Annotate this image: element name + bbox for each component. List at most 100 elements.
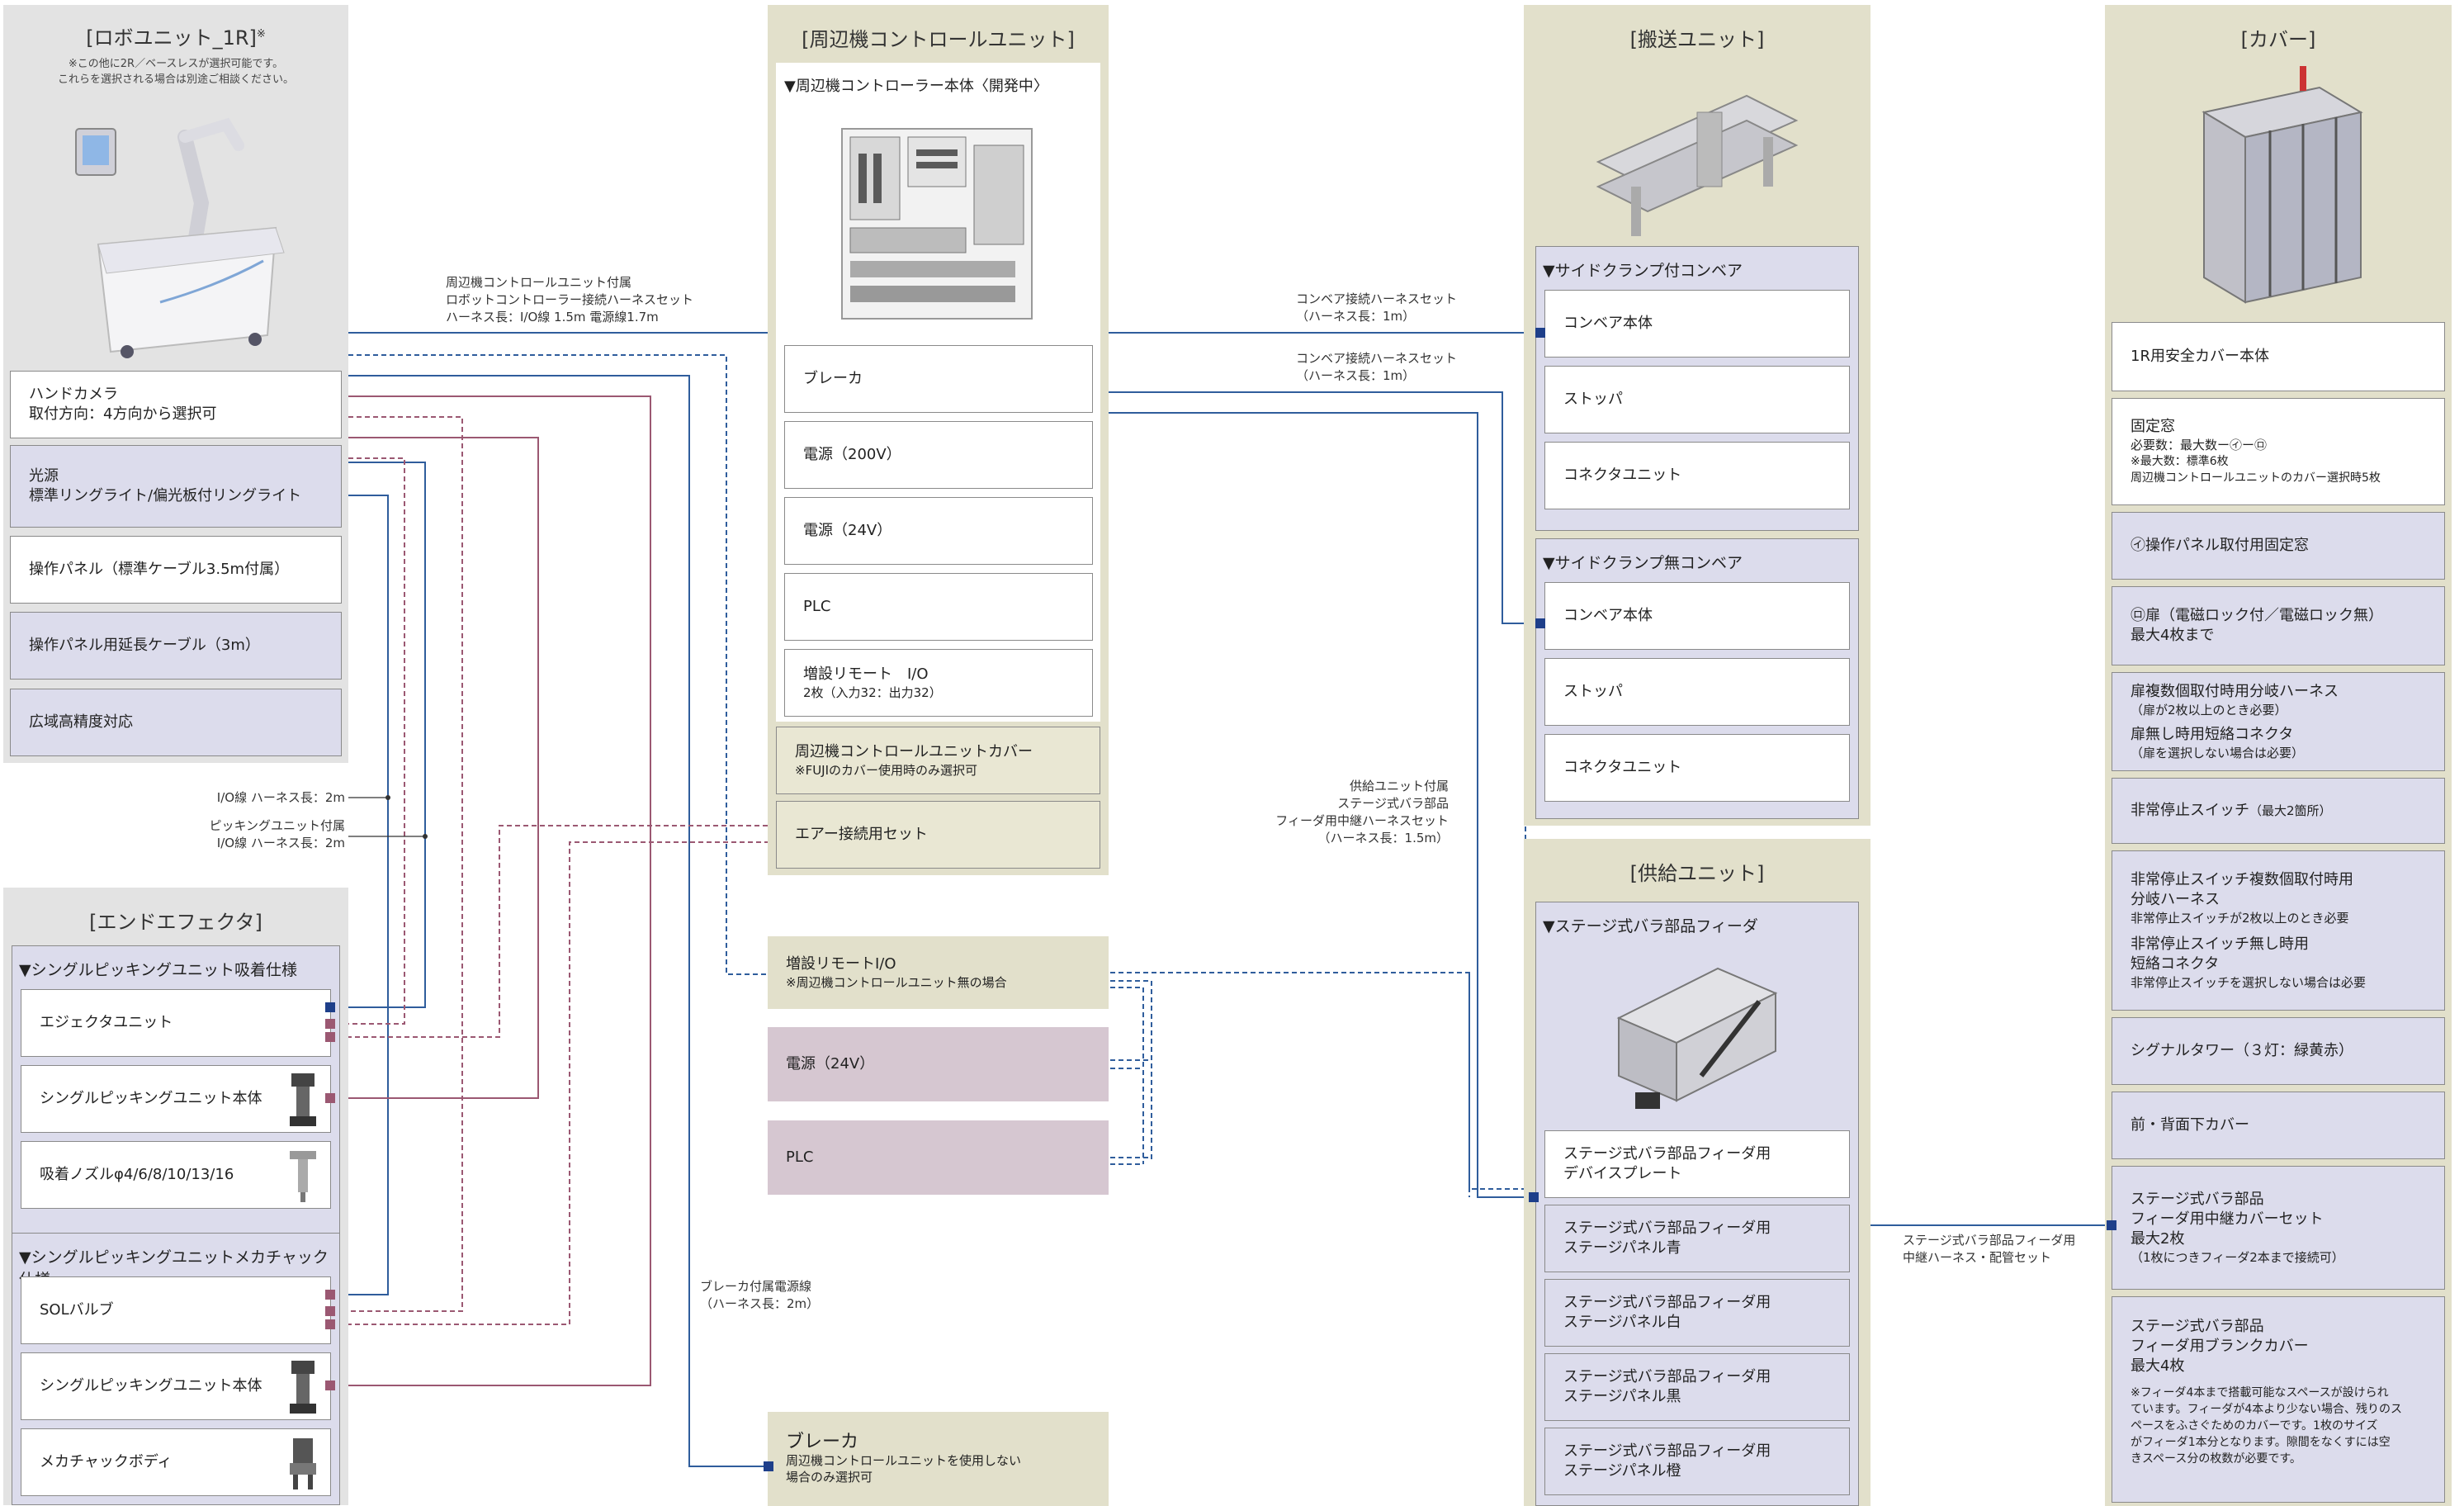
with-clamp-head: ▼サイドクランプ付コンベア — [1543, 262, 1743, 280]
item-label: エジェクタユニット — [40, 1014, 173, 1031]
feeder-panel-white[interactable]: ステージ式バラ部品フィーダ用 ステージパネル白 — [1544, 1279, 1850, 1347]
robo-item-sub: 取付方向：4方向から選択可 — [29, 405, 217, 423]
robo-item-label: 広域高精度対応 — [29, 713, 133, 731]
robo-item-label: ハンドカメラ — [29, 386, 118, 403]
feeder-panel-blue[interactable]: ステージ式バラ部品フィーダ用 ステージパネル青 — [1544, 1205, 1850, 1272]
item-sub: （最大2箇所） — [2249, 803, 2332, 818]
connector-marker — [2107, 1220, 2116, 1230]
robo-item-sub: 標準リングライト/偏光板付リングライト — [29, 487, 302, 504]
controller-item-power200[interactable]: 電源（200V） — [784, 421, 1093, 489]
item-label: ステージ式バラ部品フィーダ用 ステージパネル青 — [1563, 1219, 1771, 1257]
controller-item-plc[interactable]: PLC — [784, 573, 1093, 641]
suction-item-ejector[interactable]: エジェクタユニット — [21, 989, 331, 1057]
item-label: ステージ式バラ部品 フィーダ用中継カバーセット 最大2枚 — [2131, 1191, 2324, 1248]
item-label: 電源（24V） — [803, 522, 892, 539]
item-sub: ※周辺機コントロールユニット無の場合 — [786, 975, 1007, 990]
with-clamp-conveyor-body[interactable]: コンベア本体 — [1544, 290, 1850, 358]
standalone-power24[interactable]: 電源（24V） — [768, 1027, 1109, 1101]
label-feeder-harness: 供給ユニット付属 ステージ式バラ部品 フィーダ用中継ハーネスセット （ハーネス長… — [1275, 779, 1449, 845]
standalone-breaker[interactable]: ブレーカ 周辺機コントロールユニットを使用しない 場合のみ選択可 — [768, 1412, 1109, 1506]
cover-item-relay-cover[interactable]: ステージ式バラ部品 フィーダ用中継カバーセット 最大2枚 （1枚につきフィーダ2… — [2112, 1166, 2445, 1290]
wire-io-sol — [330, 495, 389, 1295]
wire-dashed-remote — [348, 354, 768, 975]
item-sub: （扉を選択しない場合は必要） — [2131, 746, 2305, 760]
cover-item-emergency-stop[interactable]: 非常停止スイッチ（最大2箇所） — [2112, 778, 2445, 844]
standalone-remote-io[interactable]: 増設リモートI/O ※周辺機コントロールユニット無の場合 — [768, 936, 1109, 1009]
feeder-panel-black[interactable]: ステージ式バラ部品フィーダ用 ステージパネル黒 — [1544, 1353, 1850, 1421]
cover-image — [2202, 66, 2363, 304]
item-label: 非常停止スイッチ複数個取付時用 分岐ハーネス — [2131, 871, 2353, 908]
connector-marker — [325, 1093, 335, 1103]
connector-marker — [325, 1290, 335, 1300]
wire-io-ejector — [330, 462, 426, 1008]
controller-air-set[interactable]: エアー接続用セット — [776, 801, 1100, 869]
cover-item-panel-window[interactable]: ㋑操作パネル取付用固定窓 — [2112, 512, 2445, 580]
cover-item-estop-harness[interactable]: 非常停止スイッチ複数個取付時用 分岐ハーネス 非常停止スイッチが2枚以上のとき必… — [2112, 850, 2445, 1011]
without-clamp-conveyor-body[interactable]: コンベア本体 — [1544, 582, 1850, 650]
robo-unit-title: [ロボユニット_1R]※ — [86, 26, 266, 50]
mechachuck-icon — [290, 1438, 316, 1489]
standalone-plc[interactable]: PLC — [768, 1120, 1109, 1195]
cover-item-fixed-window[interactable]: 固定窓 必要数：最大数ー㋑ー㋺ ※最大数：標準6枚 周辺機コントロールユニットの… — [2112, 398, 2445, 505]
cover-item-signal-tower[interactable]: シグナルタワー（３灯：緑黄赤） — [2112, 1017, 2445, 1085]
controller-image — [841, 128, 1033, 320]
controller-item-breaker[interactable]: ブレーカ — [784, 345, 1093, 413]
item-label: ステージ式バラ部品フィーダ用 ステージパネル黒 — [1563, 1368, 1771, 1405]
chuck-item-picking-body[interactable]: シングルピッキングユニット本体 — [21, 1352, 331, 1420]
robo-item-operation-panel[interactable]: 操作パネル（標準ケーブル3.5m付属） — [10, 536, 342, 604]
item-sub: 必要数：最大数ー㋑ー㋺ — [2131, 438, 2268, 452]
picking-unit-icon — [290, 1361, 316, 1414]
wire-dashed-m2 — [330, 457, 405, 1025]
with-clamp-stopper[interactable]: ストッパ — [1544, 366, 1850, 433]
nozzle-icon — [290, 1151, 316, 1202]
item-label: ステージ式バラ部品フィーダ用 ステージパネル白 — [1563, 1294, 1771, 1331]
without-clamp-stopper[interactable]: ストッパ — [1544, 658, 1850, 726]
item-label: シングルピッキングユニット本体 — [40, 1090, 262, 1107]
wire-dashed-m4 — [330, 841, 776, 1325]
cover-item-blank-cover[interactable]: ステージ式バラ部品 フィーダ用ブランクカバー 最大4枚 ※フィーダ4本まで搭載可… — [2112, 1296, 2445, 1503]
robo-item-extension-cable[interactable]: 操作パネル用延長ケーブル（3m） — [10, 612, 342, 680]
item-label: ステージ式バラ部品 フィーダ用ブランクカバー 最大4枚 — [2131, 1318, 2309, 1375]
robo-item-label: 操作パネル用延長ケーブル（3m） — [29, 637, 260, 654]
chuck-item-mechachuck-body[interactable]: メカチャックボディ — [21, 1428, 331, 1496]
label-picking-io: ピッキングユニット付属 I/O線 ハーネス長：2m — [209, 818, 345, 850]
suction-item-picking-body[interactable]: シングルピッキングユニット本体 — [21, 1065, 331, 1133]
item-label: シグナルタワー（３灯：緑黄赤） — [2131, 1042, 2353, 1059]
chuck-item-sol-valve[interactable]: SOLバルブ — [21, 1276, 331, 1344]
without-clamp-connector[interactable]: コネクタユニット — [1544, 734, 1850, 802]
controller-cover[interactable]: 周辺機コントロールユニットカバー ※FUJIのカバー使用時のみ選択可 — [776, 727, 1100, 794]
with-clamp-connector[interactable]: コネクタユニット — [1544, 442, 1850, 509]
item-label: 前・背面下カバー — [2131, 1116, 2249, 1134]
item-label: ストッパ — [1563, 683, 1623, 700]
suction-group: ▼シングルピッキングユニット吸着仕様 エジェクタユニット シングルピッキングユニ… — [12, 945, 340, 1274]
connector-marker — [325, 1032, 335, 1042]
item-label: 非常停止スイッチ — [2131, 802, 2249, 819]
cover-item-lower-cover[interactable]: 前・背面下カバー — [2112, 1092, 2445, 1159]
connector-marker — [325, 1019, 335, 1029]
picking-unit-icon — [290, 1073, 316, 1126]
robo-item-label: 操作パネル（標準ケーブル3.5m付属） — [29, 561, 290, 578]
suction-group-head: ▼シングルピッキングユニット吸着仕様 — [19, 961, 298, 979]
controller-item-power24[interactable]: 電源（24V） — [784, 497, 1093, 565]
cover-item-safety-cover[interactable]: 1R用安全カバー本体 — [2112, 322, 2445, 391]
label-feeder-relay: ステージ式バラ部品フィーダ用 中継ハーネス・配管セット — [1903, 1233, 2076, 1265]
controller-item-remote-io[interactable]: 増設リモート I/O 2枚（入力32：出力32） — [784, 649, 1093, 717]
chuck-group: ▼シングルピッキングユニットメカチャック仕様 SOLバルブ シングルピッキングユ… — [12, 1233, 340, 1505]
wire-dashed-m3 — [330, 825, 776, 1038]
transfer-unit-title: [搬送ユニット] — [1629, 28, 1765, 51]
feeder-group-head: ▼ステージ式バラ部品フィーダ — [1543, 917, 1758, 935]
item-label: ブレーカ — [786, 1432, 859, 1452]
item-label: シングルピッキングユニット本体 — [40, 1377, 262, 1395]
robo-item-hand-camera[interactable]: ハンドカメラ 取付方向：4方向から選択可 — [10, 371, 342, 438]
robo-item-wide-accuracy[interactable]: 広域高精度対応 — [10, 689, 342, 756]
feeder-device-plate[interactable]: ステージ式バラ部品フィーダ用 デバイスプレート — [1544, 1130, 1850, 1198]
wire-conveyor2 — [1102, 391, 1537, 624]
cover-panel: [カバー] 1R用安全カバー本体 固定窓 必要数：最大数ー㋑ー㋺ ※最大数：標準… — [2105, 5, 2452, 1506]
robo-item-light[interactable]: 光源 標準リングライト/偏光板付リングライト — [10, 445, 342, 528]
cover-item-door-harness[interactable]: 扉複数個取付時用分岐ハーネス （扉が2枚以上のとき必要） 扉無し時用短絡コネクタ… — [2112, 672, 2445, 771]
feeder-panel-orange[interactable]: ステージ式バラ部品フィーダ用 ステージパネル橙 — [1544, 1428, 1850, 1495]
cover-item-door[interactable]: ㋺扉（電磁ロック付／電磁ロック無） 最大4枚まで — [2112, 586, 2445, 665]
item-label: 電源（200V） — [803, 446, 901, 463]
suction-item-nozzle[interactable]: 吸着ノズルφ4/6/8/10/13/16 — [21, 1141, 331, 1209]
